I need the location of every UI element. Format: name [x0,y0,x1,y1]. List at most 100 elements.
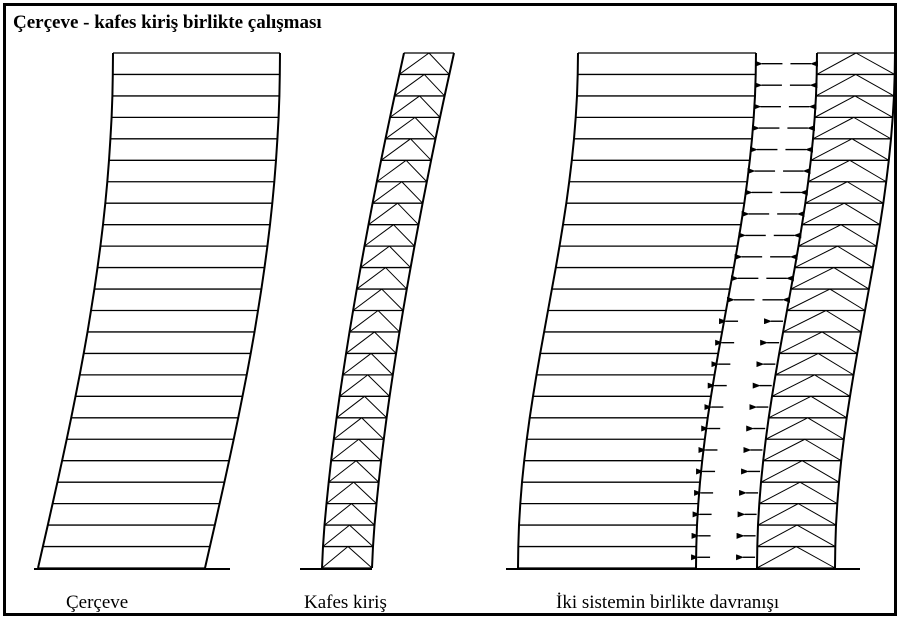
truss-brace [801,202,845,226]
truss-brace [352,288,383,311]
truss-brace [342,353,372,376]
truss-brace [339,374,369,397]
truss-brace [775,352,819,376]
truss-brace [428,52,450,75]
truss-brace [394,74,425,97]
truss-brace [324,503,352,526]
truss-brace [372,181,403,204]
caption-frame: Çerçeve [66,592,129,613]
truss-brace [756,546,797,569]
truss-brace [804,438,842,462]
truss-brace [370,353,394,376]
truss-brace [349,310,379,333]
truss-brace [812,116,854,140]
truss-brace [814,374,851,397]
truss-brace [360,245,390,268]
truss-building [321,52,455,569]
caption-combined: İki sistemin birlikte davranışı [556,592,780,613]
truss-brace [817,352,854,376]
truss-brace [768,395,812,419]
truss-brace [364,395,387,419]
truss-brace [855,52,895,75]
truss-brace [356,267,386,290]
truss-brace [814,95,856,118]
truss-brace [782,310,827,333]
truss-brace [851,138,890,161]
truss-brace [779,331,823,354]
truss-brace [393,224,415,247]
truss-brace [410,138,432,161]
truss-brace [419,95,441,118]
truss-brace [762,438,806,462]
truss-brace [347,546,373,569]
truss-brace [798,224,842,247]
truss-brace [821,331,858,354]
truss-brace [759,481,801,505]
truss-brace [389,245,411,268]
truss-brace [336,395,365,419]
truss-brace [351,503,375,526]
truss-brace [385,267,408,290]
truss-brace [389,95,420,118]
truss-brace [374,331,397,354]
truss-brace [364,224,394,247]
truss-brace [771,374,815,397]
truss-brace [846,181,884,204]
truss-brace [799,481,838,505]
truss-brace [790,267,834,290]
truss-brace [398,52,430,75]
truss-brace [330,438,360,462]
truss-brace [401,181,423,204]
truss-brace [355,460,380,483]
truss-brace [805,181,848,204]
truss-brace [333,417,362,440]
caption-truss: Kafes kiriş [304,592,387,613]
truss-brace [757,524,798,547]
truss-brace [358,438,382,462]
truss-brace [322,524,350,547]
truss-brace [844,202,881,226]
truss-brace [760,460,803,483]
combined-truss-building [756,52,896,569]
truss-brace [810,395,847,419]
truss-brace [414,117,436,140]
truss-brace [321,546,349,569]
truss-brace [798,503,837,526]
truss-brace [326,481,354,505]
truss-brace [815,74,856,97]
truss-brace [368,202,398,226]
truss-brace [397,202,419,226]
truss-brace [807,159,851,183]
truss-brace [765,417,808,440]
truss-brace [786,288,831,311]
truss-brace [794,245,838,269]
truss-brace [377,310,400,333]
truss-brace [345,331,375,354]
truss-brace [853,116,892,140]
truss-brace [825,310,862,333]
truss-brace [801,460,840,483]
truss-brace [837,245,874,269]
truss-brace [840,224,877,247]
frame-building [37,52,281,569]
interaction-force-arrows [691,60,818,561]
truss-brace [367,374,390,397]
left-column [37,52,114,569]
truss-brace [849,159,887,183]
truss-brace [353,481,377,504]
truss-brace [376,159,407,183]
truss-brace [380,138,411,161]
truss-brace [405,159,428,183]
truss-brace [385,116,416,140]
truss-brace [796,546,836,569]
truss-brace [807,417,845,440]
truss-brace [833,267,870,290]
truss-brace [816,52,857,75]
truss-brace [328,460,357,483]
truss-brace [361,417,385,440]
truss-brace [829,288,866,311]
figure-title: Çerçeve - kafes kiriş birlikte çalışması [13,12,322,33]
truss-brace [349,524,374,547]
truss-brace [757,503,799,526]
